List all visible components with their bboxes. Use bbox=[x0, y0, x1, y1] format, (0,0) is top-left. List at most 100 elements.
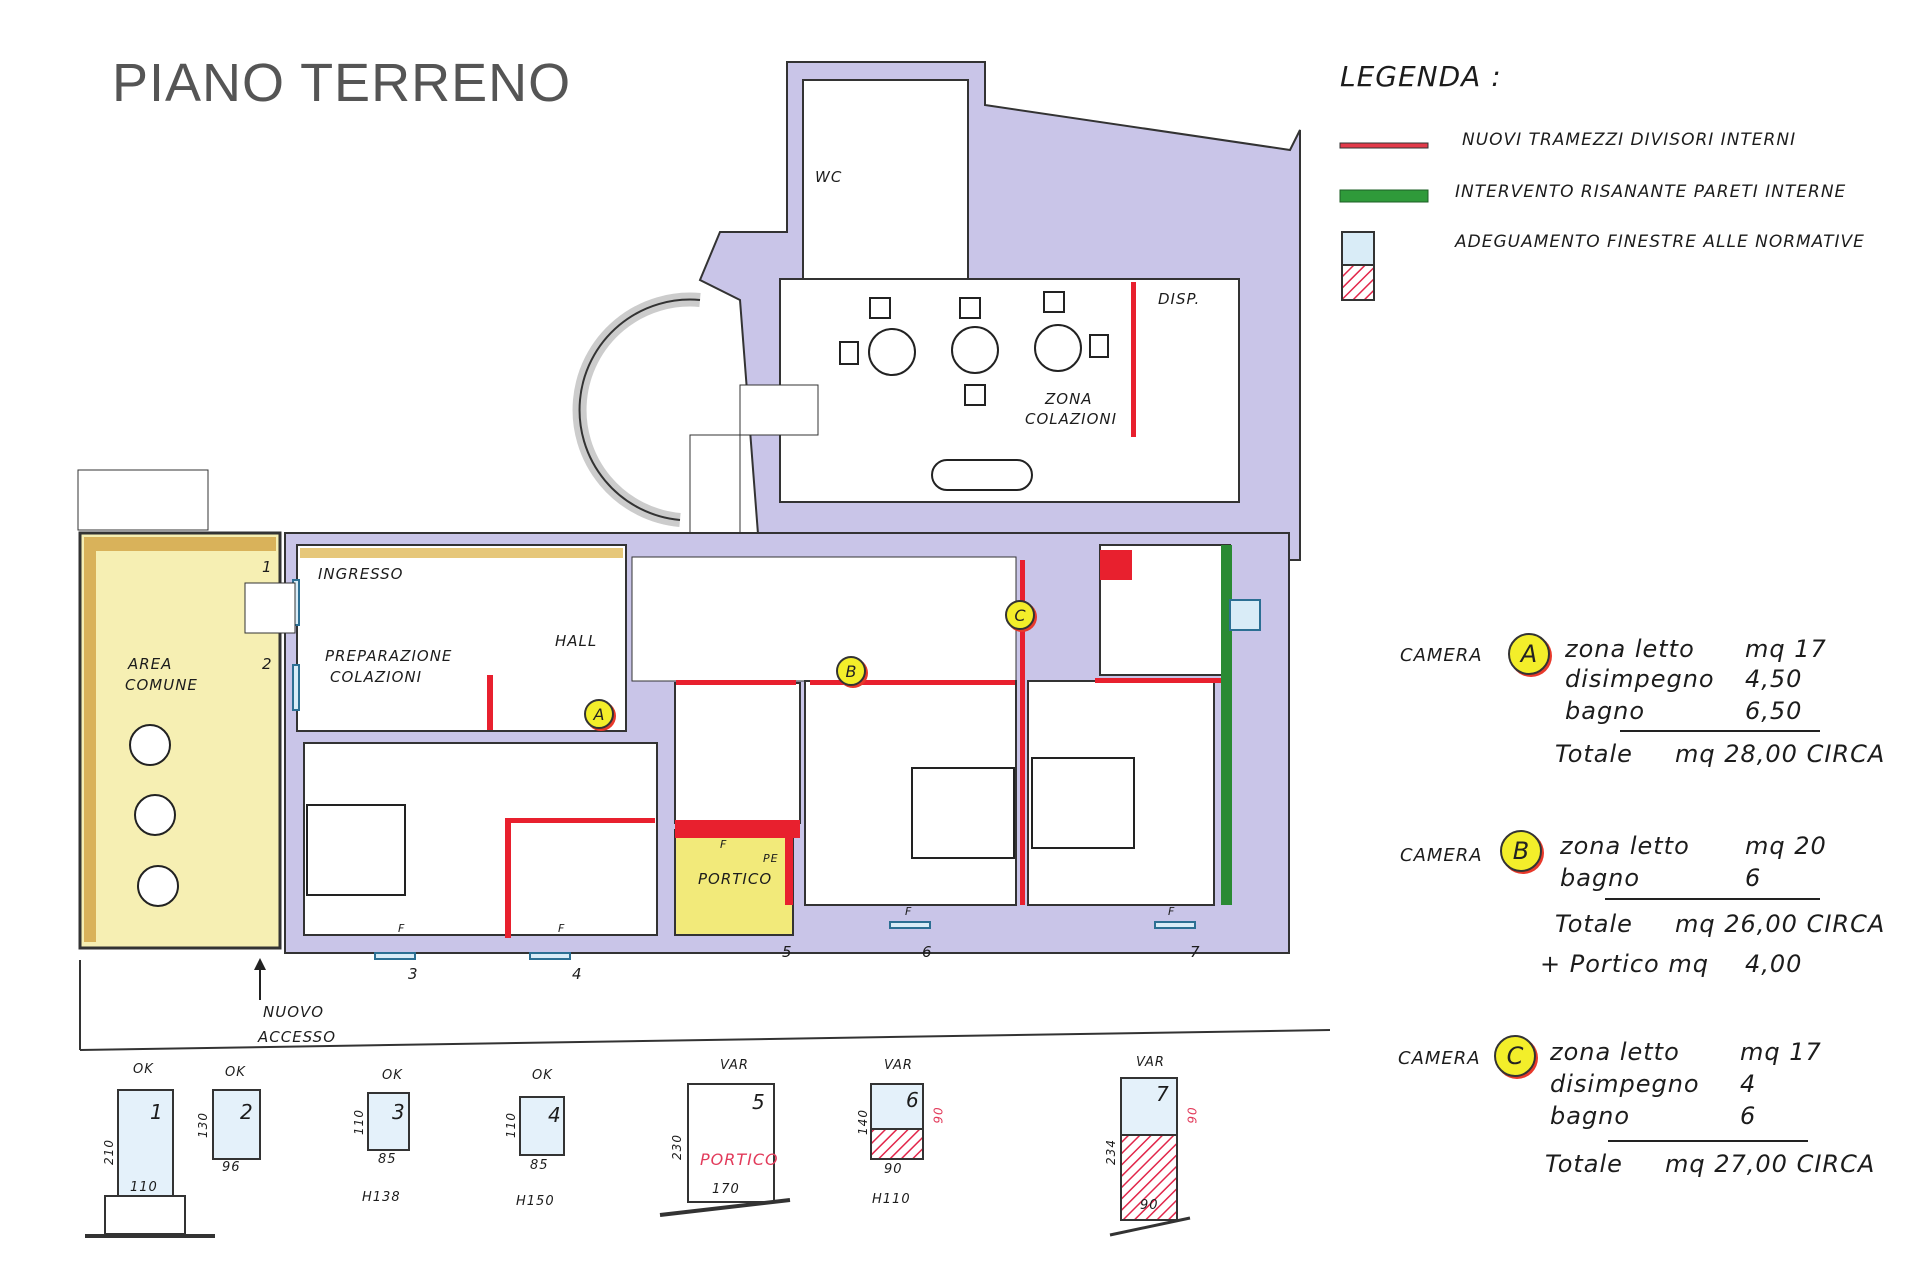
elevation-5-height: 230 bbox=[669, 1134, 684, 1160]
elevation-7-height: 234 bbox=[1103, 1139, 1118, 1165]
total-value: mq 27,00 CIRCA bbox=[1665, 1150, 1876, 1178]
legend-label-restored-walls: INTERVENTO RISANANTE PARETI INTERNE bbox=[1455, 182, 1847, 202]
elevation-1-number: 1 bbox=[150, 1100, 164, 1124]
room-label-preparazione: PREPARAZIONE bbox=[325, 647, 453, 665]
window-f-mark: F bbox=[398, 922, 406, 935]
page-title: PIANO TERRENO bbox=[112, 53, 572, 113]
wc-room bbox=[802, 79, 969, 286]
elevation-6-red-dim: 90 bbox=[931, 1106, 946, 1124]
extra-label: + Portico mq bbox=[1540, 950, 1709, 978]
elevation-6-number: 6 bbox=[906, 1088, 920, 1112]
corridor bbox=[631, 556, 1017, 682]
breakfast-tables bbox=[839, 291, 1109, 491]
window-number: 2 bbox=[262, 655, 273, 673]
disp-partition bbox=[1131, 282, 1136, 437]
total-label: Totale bbox=[1545, 1150, 1623, 1178]
elevation-4-note: H150 bbox=[516, 1194, 555, 1209]
ingresso-room bbox=[296, 544, 627, 732]
elevation-6-note: H110 bbox=[872, 1192, 911, 1207]
row-value: 6,50 bbox=[1745, 697, 1803, 725]
stairs-area-comune bbox=[77, 469, 209, 531]
total-label: Totale bbox=[1555, 740, 1633, 768]
row-value: mq 20 bbox=[1745, 832, 1827, 860]
semicircle-terrace bbox=[572, 292, 701, 527]
legend-label-windows: ADEGUAMENTO FINESTRE ALLE NORMATIVE bbox=[1455, 232, 1865, 252]
window-number: 6 bbox=[922, 943, 933, 961]
elevation-4-status: OK bbox=[532, 1068, 553, 1083]
legend-swatch-window bbox=[1341, 231, 1375, 266]
area-comune-hedge bbox=[84, 537, 276, 551]
portico-mark-f: F bbox=[720, 838, 728, 851]
bathroom-b bbox=[674, 682, 801, 824]
elevation-6-height: 140 bbox=[855, 1109, 870, 1135]
stairs-upper bbox=[739, 384, 819, 436]
total-value: mq 28,00 CIRCA bbox=[1675, 740, 1886, 768]
elevation-6-status: VAR bbox=[884, 1058, 913, 1073]
extra-value: 4,00 bbox=[1745, 950, 1803, 978]
elevation-2-status: OK bbox=[225, 1065, 246, 1080]
window-f-mark: F bbox=[1168, 905, 1176, 918]
row-value: 6 bbox=[1740, 1102, 1757, 1130]
elevation-1-status: OK bbox=[133, 1062, 154, 1077]
window-elevations bbox=[85, 1077, 1191, 1238]
row-value: 4,50 bbox=[1745, 665, 1803, 693]
row-label: bagno bbox=[1550, 1102, 1631, 1130]
window-f-mark: F bbox=[558, 922, 566, 935]
legend-heading: LEGENDA : bbox=[1340, 60, 1502, 93]
restored-wall bbox=[1221, 545, 1232, 905]
room-marker-c: C bbox=[1005, 600, 1035, 630]
window-number: 3 bbox=[408, 965, 419, 983]
room-label-colazioni: COLAZIONI bbox=[1025, 410, 1118, 428]
legend-swatch-window-hatch bbox=[1341, 264, 1375, 301]
ground-line bbox=[79, 1029, 1331, 1051]
row-label: zona letto bbox=[1565, 635, 1695, 663]
portico-mark-pe: PE bbox=[763, 852, 779, 865]
row-label: disimpegno bbox=[1550, 1070, 1700, 1098]
elevation-3-number: 3 bbox=[392, 1100, 406, 1124]
elevation-3-width: 85 bbox=[378, 1152, 397, 1167]
legend-label-new-walls: NUOVI TRAMEZZI DIVISORI INTERNI bbox=[1462, 130, 1797, 150]
window-number: 7 bbox=[1190, 943, 1201, 961]
label-nuovo: NUOVO bbox=[263, 1003, 325, 1021]
elevation-5-inner-label: PORTICO bbox=[700, 1150, 779, 1169]
room-label-hall: HALL bbox=[555, 632, 598, 650]
room-label-disp: DISP. bbox=[1158, 290, 1201, 308]
window-f-mark: F bbox=[905, 905, 913, 918]
row-value: mq 17 bbox=[1745, 635, 1827, 663]
elevation-5-status: VAR bbox=[720, 1058, 749, 1073]
new-partition-walls bbox=[487, 550, 1225, 938]
elevation-2-number: 2 bbox=[240, 1100, 254, 1124]
window-number: 1 bbox=[262, 558, 273, 576]
room-marker-b: B bbox=[836, 656, 866, 686]
window-number: 4 bbox=[572, 965, 583, 983]
row-value: 4 bbox=[1740, 1070, 1757, 1098]
elevation-4-number: 4 bbox=[548, 1103, 562, 1127]
legend-swatch-new-walls bbox=[1339, 142, 1429, 149]
row-label: disimpegno bbox=[1565, 665, 1715, 693]
elevation-1-height: 210 bbox=[101, 1139, 116, 1165]
elevation-5-number: 5 bbox=[752, 1090, 766, 1114]
camera-b-marker: B bbox=[1500, 830, 1542, 872]
label-accesso: ACCESSO bbox=[258, 1028, 337, 1046]
total-value: mq 26,00 CIRCA bbox=[1675, 910, 1886, 938]
row-label: zona letto bbox=[1560, 832, 1690, 860]
camera-label: CAMERA bbox=[1398, 1048, 1481, 1069]
elevation-4-width: 85 bbox=[530, 1158, 549, 1173]
row-value: mq 17 bbox=[1740, 1038, 1822, 1066]
elevation-6-width: 90 bbox=[884, 1162, 903, 1177]
elevation-7-number: 7 bbox=[1156, 1082, 1170, 1106]
room-marker-a: A bbox=[584, 699, 614, 729]
camera-label: CAMERA bbox=[1400, 645, 1483, 666]
camera-a-marker: A bbox=[1508, 633, 1550, 675]
row-value: 6 bbox=[1745, 864, 1762, 892]
window-number: 5 bbox=[782, 943, 793, 961]
camera-label: CAMERA bbox=[1400, 845, 1483, 866]
room-label-wc: WC bbox=[815, 168, 843, 186]
elevation-3-note: H138 bbox=[362, 1190, 401, 1205]
elevation-7-width: 90 bbox=[1140, 1198, 1159, 1213]
room-label-area: AREA bbox=[128, 655, 173, 673]
room-label-preparazione-2: COLAZIONI bbox=[330, 668, 423, 686]
elevation-7-status: VAR bbox=[1136, 1055, 1165, 1070]
